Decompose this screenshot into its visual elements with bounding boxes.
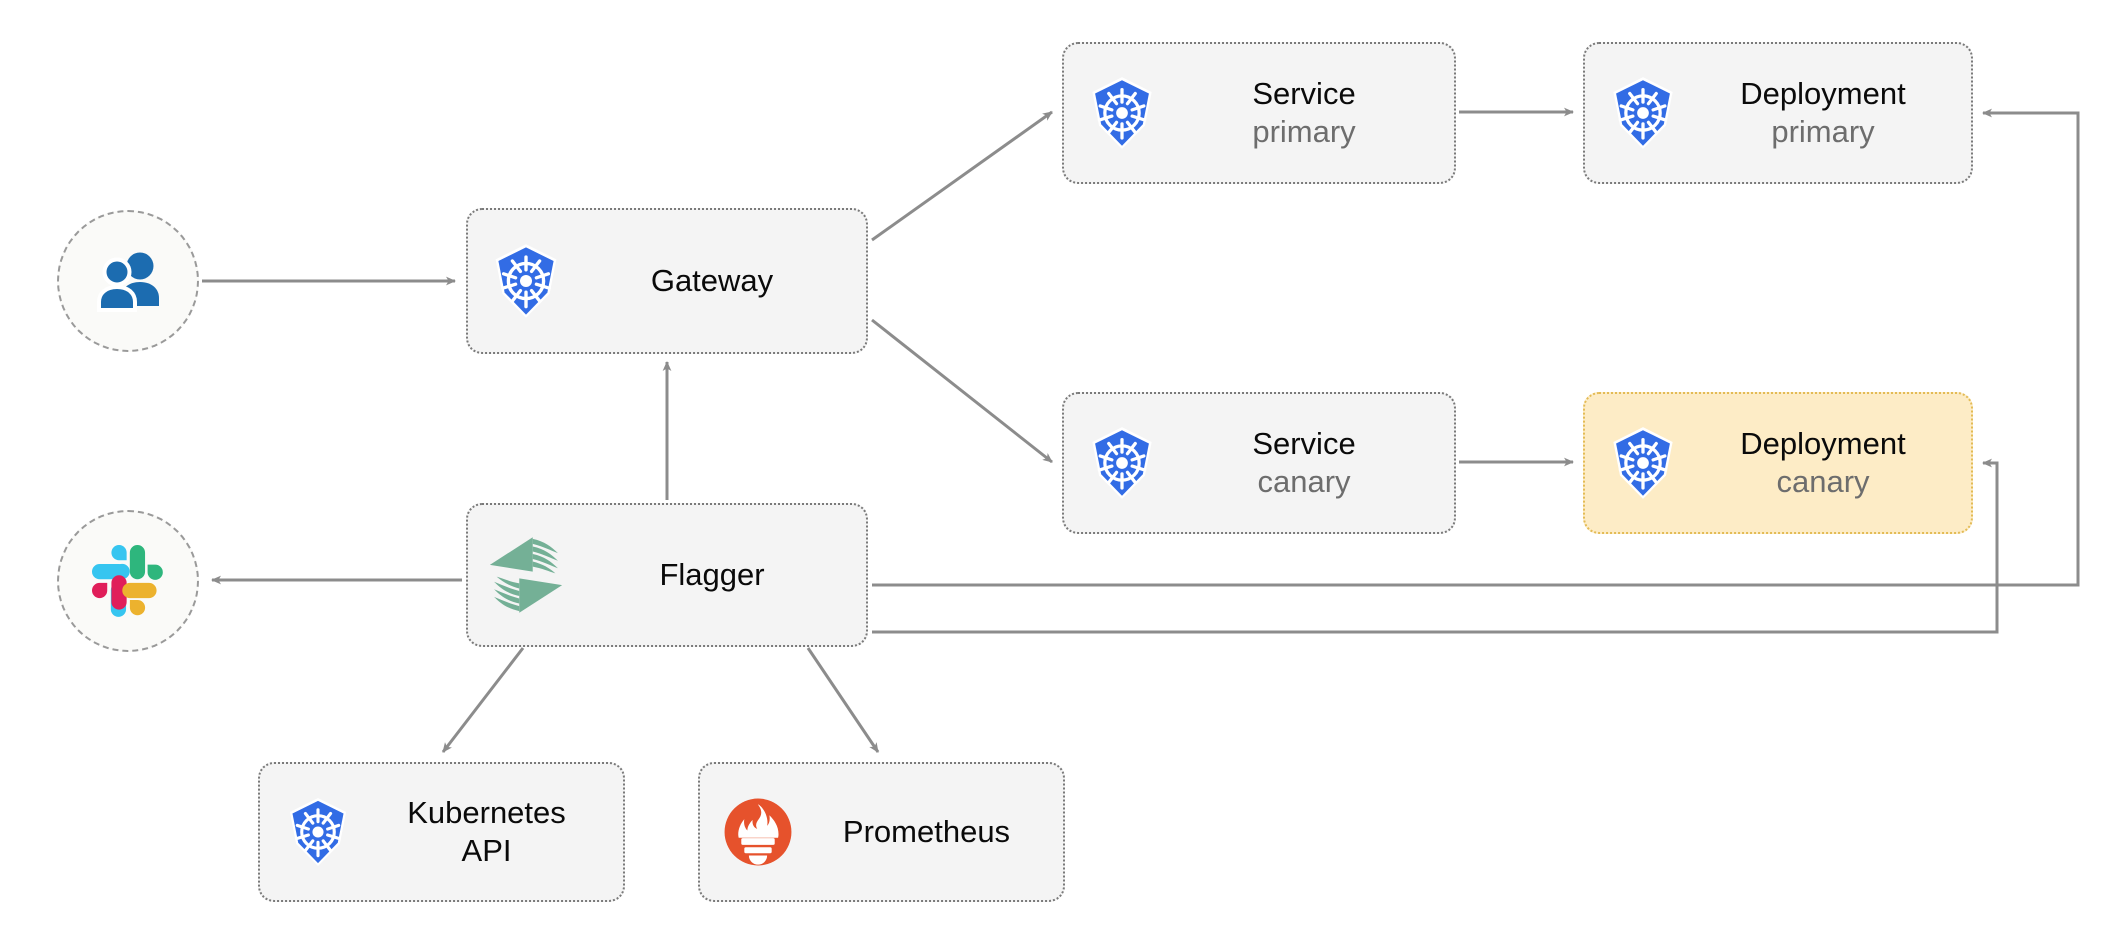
- node-service-canary[interactable]: Service canary: [1062, 392, 1456, 534]
- node-subtitle: API: [461, 833, 512, 868]
- kubernetes-icon: [478, 233, 574, 329]
- edge-flagger-to-prometheus: [806, 647, 880, 753]
- kubernetes-icon: [270, 784, 366, 880]
- node-title: Prometheus: [842, 814, 1011, 849]
- kubernetes-icon: [1074, 415, 1170, 511]
- node-gateway[interactable]: Gateway: [466, 208, 868, 354]
- node-title: Service: [1252, 426, 1356, 461]
- node-prometheus[interactable]: Prometheus: [698, 762, 1065, 902]
- node-title: Deployment: [1740, 426, 1906, 461]
- node-deployment-primary[interactable]: Deployment primary: [1583, 42, 1973, 184]
- kubernetes-icon: [1595, 415, 1691, 511]
- node-slack[interactable]: [57, 510, 199, 652]
- node-title: Gateway: [650, 263, 774, 298]
- node-flagger[interactable]: Flagger: [466, 503, 868, 647]
- node-service-primary[interactable]: Service primary: [1062, 42, 1456, 184]
- edge-gateway-to-service-canary: [871, 318, 1053, 464]
- node-deployment-canary[interactable]: Deployment canary: [1583, 392, 1973, 534]
- node-title: Deployment: [1740, 76, 1906, 111]
- prometheus-icon: [710, 784, 806, 880]
- edge-flagger-to-kubernetes-api: [441, 647, 525, 753]
- users-icon: [90, 249, 166, 313]
- kubernetes-icon: [1074, 65, 1170, 161]
- node-subtitle: canary: [1257, 464, 1351, 499]
- node-title: Kubernetes: [407, 795, 566, 830]
- node-subtitle: canary: [1776, 464, 1870, 499]
- flagger-icon: [478, 527, 574, 623]
- node-kubernetes-api[interactable]: Kubernetes API: [258, 762, 625, 902]
- node-title: Service: [1252, 76, 1356, 111]
- node-subtitle: primary: [1771, 114, 1875, 149]
- kubernetes-icon: [1595, 65, 1691, 161]
- slack-icon: [92, 545, 164, 617]
- edge-gateway-to-service-primary: [871, 110, 1053, 242]
- node-users[interactable]: [57, 210, 199, 352]
- node-subtitle: primary: [1252, 114, 1356, 149]
- node-title: Flagger: [659, 557, 765, 592]
